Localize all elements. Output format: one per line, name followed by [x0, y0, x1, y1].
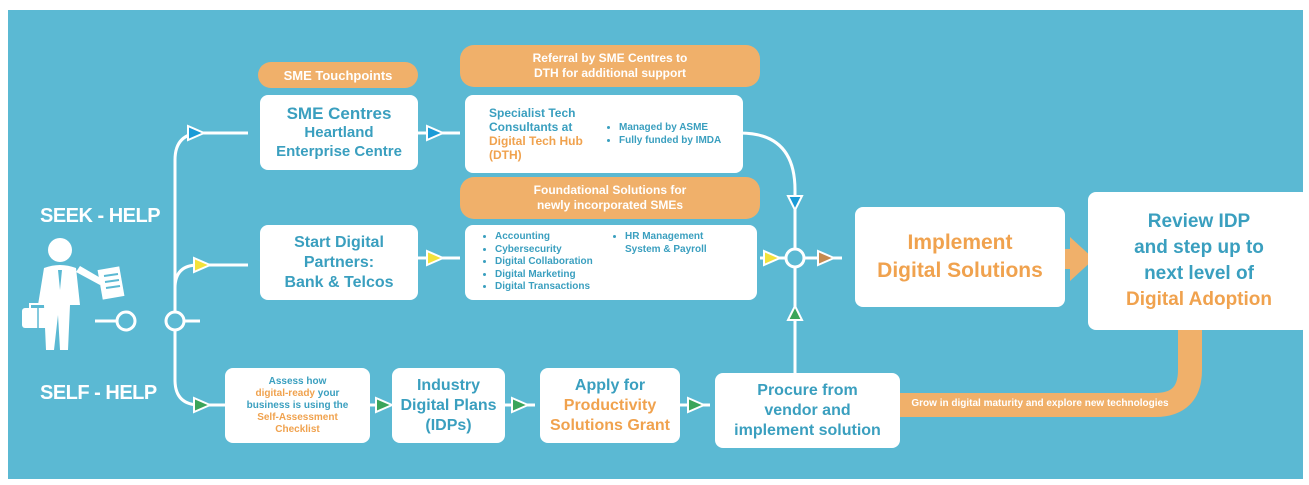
green-arrow-icon	[193, 396, 213, 414]
idp-line: (IDPs)	[425, 416, 472, 434]
foundational-solutions-box: Accounting Cybersecurity Digital Collabo…	[465, 225, 757, 300]
green-arrow-icon	[375, 396, 395, 414]
implement-to-review-arrow	[1045, 237, 1094, 281]
procure-line: implement solution	[734, 421, 881, 439]
idp-line: Industry	[416, 376, 481, 394]
specialist-dth: Digital Tech Hub	[489, 134, 583, 148]
grow-label: Grow in digital maturity and explore new…	[911, 398, 1169, 409]
implement-line: Implement	[907, 231, 1013, 254]
assess-line: Assess how	[268, 375, 327, 387]
specialist-line: Specialist Tech	[489, 106, 576, 120]
foundational-list-col1: Accounting Cybersecurity Digital Collabo…	[485, 231, 615, 294]
review-line: Review IDP	[1147, 211, 1251, 232]
sme-touchpoints-label: SME Touchpoints	[258, 62, 418, 88]
bullet-item: HR Management System & Payroll	[625, 231, 725, 256]
sme-centres-title: SME Centres	[286, 104, 392, 123]
assess-box: Assess how digital-ready your business i…	[225, 368, 370, 443]
apply-box: Apply for Productivity Solutions Grant	[540, 368, 680, 443]
green-arrow-icon	[687, 396, 707, 414]
specialist-bullets: Managed by ASME Fully funded by IMDA	[609, 121, 721, 147]
apply-line: Apply for	[574, 376, 646, 394]
yellow-arrow-icon	[193, 256, 213, 274]
blue-arrow-icon	[786, 195, 804, 213]
start-digital-line: Start Digital	[294, 233, 384, 251]
referral-label: Referral by SME Centres to DTH for addit…	[460, 45, 760, 87]
implement-box: Implement Digital Solutions	[855, 207, 1065, 307]
assess-highlight: Self-Assessment Checklist	[257, 411, 338, 435]
bullet-item: Digital Collaboration	[495, 256, 615, 269]
idp-box: Industry Digital Plans (IDPs)	[392, 368, 505, 443]
bullet-item: Digital Marketing	[495, 269, 615, 282]
assess-text: Assess how digital-ready your business i…	[237, 376, 358, 436]
procure-line: Procure from	[757, 381, 858, 399]
seek-help-label: SEEK - HELP	[40, 205, 161, 227]
review-box: Review IDP and step up to next level of …	[1088, 192, 1309, 330]
foundational-label: Foundational Solutions for newly incorpo…	[460, 177, 760, 219]
bullet-item: Digital Transactions	[495, 281, 615, 294]
businessman-icon	[22, 238, 125, 350]
foundational-list-col2: HR Management System & Payroll	[615, 231, 725, 256]
start-digital-line: Bank & Telcos	[284, 273, 394, 291]
start-digital-box: Start Digital Partners: Bank & Telcos	[260, 225, 418, 300]
apply-line: Solutions Grant	[550, 416, 670, 434]
sme-centres-box: SME Centres Heartland Enterprise Centre	[260, 95, 418, 170]
review-line: next level of	[1144, 263, 1254, 284]
blue-arrow-icon	[187, 124, 207, 142]
green-arrow-icon	[511, 396, 531, 414]
review-line: and step up to	[1134, 237, 1264, 258]
green-arrow-icon	[786, 303, 804, 321]
specialist-dth: (DTH)	[489, 148, 522, 162]
assess-highlight: digital-ready	[255, 387, 315, 399]
yellow-arrow-icon	[426, 249, 446, 267]
specialist-title: Specialist Tech Consultants at Digital T…	[489, 106, 609, 162]
bullet-item: Fully funded by IMDA	[619, 134, 721, 147]
yellow-arrow-icon	[763, 249, 783, 267]
review-line: Digital Adoption	[1126, 289, 1272, 310]
start-digital-line: Partners:	[303, 253, 375, 271]
specialist-box: Specialist Tech Consultants at Digital T…	[465, 95, 743, 173]
sme-centres-line: Enterprise Centre	[276, 143, 402, 160]
blue-arrow-icon	[426, 124, 446, 142]
apply-line: Productivity	[563, 396, 657, 414]
brown-arrow-icon	[817, 249, 837, 267]
assess-line: your business is using the	[246, 387, 349, 411]
bullet-item: Cybersecurity	[495, 244, 615, 257]
self-help-label: SELF - HELP	[40, 382, 157, 404]
sme-centres-line: Heartland	[304, 124, 374, 141]
procure-line: vendor and	[764, 401, 851, 419]
idp-line: Digital Plans	[400, 396, 497, 414]
implement-line: Digital Solutions	[877, 259, 1043, 282]
bullet-item: Accounting	[495, 231, 615, 244]
bullet-item: Managed by ASME	[619, 121, 721, 134]
procure-box: Procure from vendor and implement soluti…	[715, 373, 900, 448]
specialist-line: Consultants at	[489, 120, 573, 134]
